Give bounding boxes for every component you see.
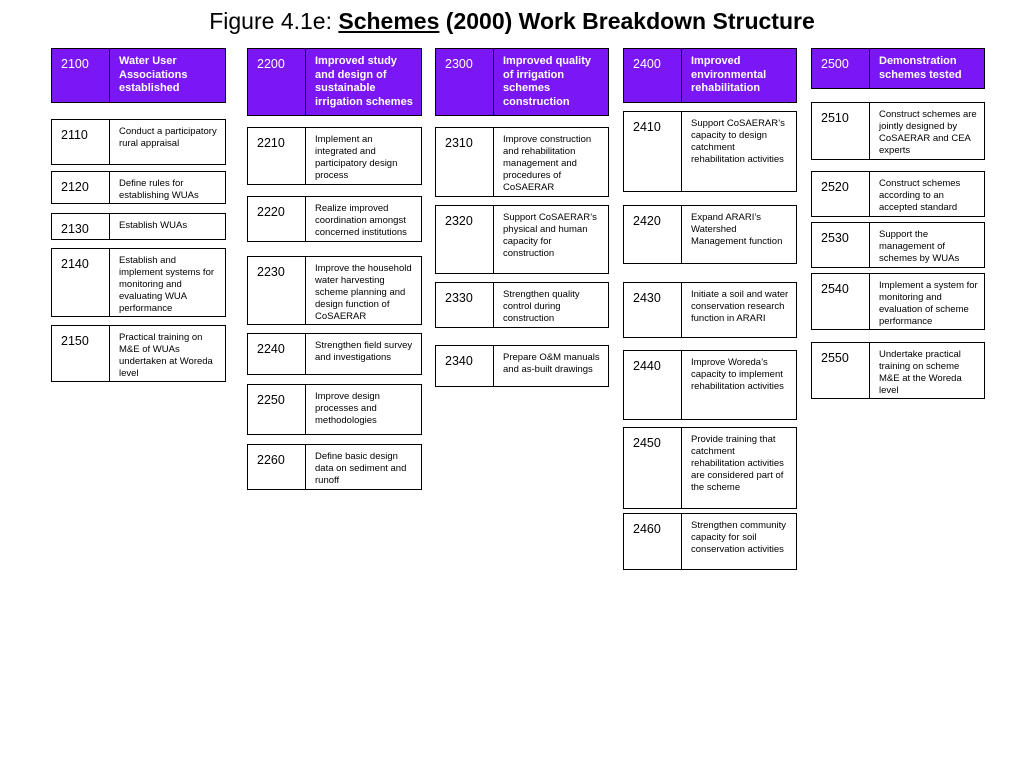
wbs-label: Define rules for establishing WUAs <box>119 178 199 201</box>
wbs-label: Establish WUAs <box>119 220 188 231</box>
wbs-label: Establish and implement systems for moni… <box>119 255 215 314</box>
wbs-label: Improve the household water harvesting s… <box>315 263 412 322</box>
title-suffix: (2000) Work Breakdown Structure <box>439 8 815 34</box>
wbs-code: 2530 <box>812 223 870 267</box>
wbs-label: Expand ARARI’s Watershed Management func… <box>691 212 783 247</box>
wbs-code: 2500 <box>812 49 870 88</box>
wbs-item-2240: 2240 Strengthen field survey and investig… <box>247 333 422 375</box>
wbs-code: 2100 <box>52 49 110 102</box>
wbs-item-2220: 2220 Realize improved coordination amongs… <box>247 196 422 242</box>
wbs-label: Conduct a participatory rural appraisal <box>119 126 217 149</box>
wbs-item-2420: 2420 Expand ARARI’s Watershed Management … <box>623 205 797 264</box>
wbs-item-2440: 2440 Improve Woreda’s capacity to impleme… <box>623 350 797 420</box>
wbs-label: Define basic design data on sediment and… <box>315 451 407 486</box>
wbs-label: Strengthen community capacity for soil c… <box>691 520 787 555</box>
wbs-item-2120: 2120 Define rules for establishing WUAs <box>51 171 226 204</box>
wbs-label: Strengthen field survey and investigatio… <box>315 340 413 363</box>
wbs-code: 2440 <box>624 351 682 419</box>
title-prefix: Figure 4.1e: <box>209 8 339 34</box>
wbs-code: 2520 <box>812 172 870 216</box>
wbs-label: Improved environmental rehabilitation <box>691 55 767 94</box>
wbs-label: Undertake practical training on scheme M… <box>879 349 962 396</box>
wbs-label: Implement an integrated and participator… <box>315 134 398 181</box>
wbs-code: 2420 <box>624 206 682 263</box>
wbs-label: Support the management of schemes by WUA… <box>879 229 960 264</box>
wbs-item-2460: 2460 Strengthen community capacity for so… <box>623 513 797 570</box>
wbs-code: 2460 <box>624 514 682 569</box>
wbs-label: Improve Woreda’s capacity to implement r… <box>691 357 784 392</box>
wbs-code: 2130 <box>52 214 110 239</box>
wbs-label: Implement a system for monitoring and ev… <box>879 280 978 327</box>
wbs-label: Improved study and design of sustainable… <box>315 55 413 108</box>
wbs-code: 2330 <box>436 283 494 327</box>
wbs-code: 2300 <box>436 49 494 115</box>
wbs-item-2250: 2250 Improve design processes and methodo… <box>247 384 422 435</box>
wbs-code: 2550 <box>812 343 870 398</box>
wbs-item-2520: 2520 Construct schemes according to an ac… <box>811 171 985 217</box>
wbs-header-2500: 2500 Demonstration schemes tested <box>811 48 985 89</box>
wbs-code: 2260 <box>248 445 306 489</box>
wbs-label: Construct schemes are jointly designed b… <box>879 109 977 156</box>
wbs-label: Prepare O&M manuals and as-built drawing… <box>503 352 600 375</box>
wbs-code: 2410 <box>624 112 682 191</box>
wbs-code: 2150 <box>52 326 110 381</box>
wbs-code: 2310 <box>436 128 494 196</box>
wbs-item-2330: 2330 Strengthen quality control during co… <box>435 282 609 328</box>
wbs-code: 2450 <box>624 428 682 508</box>
wbs-item-2430: 2430 Initiate a soil and water conservati… <box>623 282 797 338</box>
wbs-code: 2120 <box>52 172 110 203</box>
wbs-item-2530: 2530 Support the management of schemes by… <box>811 222 985 268</box>
wbs-code: 2220 <box>248 197 306 241</box>
wbs-label: Construct schemes according to an accept… <box>879 178 961 213</box>
wbs-code: 2240 <box>248 334 306 374</box>
wbs-code: 2210 <box>248 128 306 184</box>
wbs-code: 2200 <box>248 49 306 115</box>
page-title: Figure 4.1e: Schemes (2000) Work Breakdo… <box>0 6 1024 36</box>
wbs-label: Realize improved coordination amongst co… <box>315 203 407 238</box>
wbs-code: 2430 <box>624 283 682 337</box>
wbs-item-2130: 2130 Establish WUAs <box>51 213 226 240</box>
wbs-item-2260: 2260 Define basic design data on sediment… <box>247 444 422 490</box>
wbs-label: Improved quality of irrigation schemes c… <box>503 55 592 108</box>
wbs-label: Improve construction and rehabilitation … <box>503 134 592 193</box>
wbs-label: Water User Associations established <box>119 55 188 94</box>
wbs-label: Strengthen quality control during constr… <box>503 289 580 324</box>
wbs-label: Demonstration schemes tested <box>879 55 962 81</box>
wbs-code: 2510 <box>812 103 870 159</box>
wbs-label: Support CoSAERAR’s physical and human ca… <box>503 212 597 259</box>
wbs-code: 2340 <box>436 346 494 386</box>
wbs-code: 2320 <box>436 206 494 273</box>
wbs-code: 2230 <box>248 257 306 324</box>
wbs-label: Initiate a soil and water conservation r… <box>691 289 789 324</box>
wbs-code: 2400 <box>624 49 682 102</box>
wbs-code: 2540 <box>812 274 870 329</box>
title-underlined: Schemes <box>338 8 440 34</box>
wbs-item-2110: 2110 Conduct a participatory rural apprai… <box>51 119 226 165</box>
wbs-label: Improve design processes and methodologi… <box>315 391 380 426</box>
wbs-label: Provide training that catchment rehabili… <box>691 434 784 493</box>
wbs-code: 2140 <box>52 249 110 316</box>
wbs-item-2340: 2340 Prepare O&M manuals and as-built dra… <box>435 345 609 387</box>
wbs-label: Practical training on M&E of WUAs undert… <box>119 332 213 379</box>
wbs-code: 2110 <box>52 120 110 164</box>
wbs-label: Support CoSAERAR’s capacity to design ca… <box>691 118 785 165</box>
wbs-code: 2250 <box>248 385 306 434</box>
